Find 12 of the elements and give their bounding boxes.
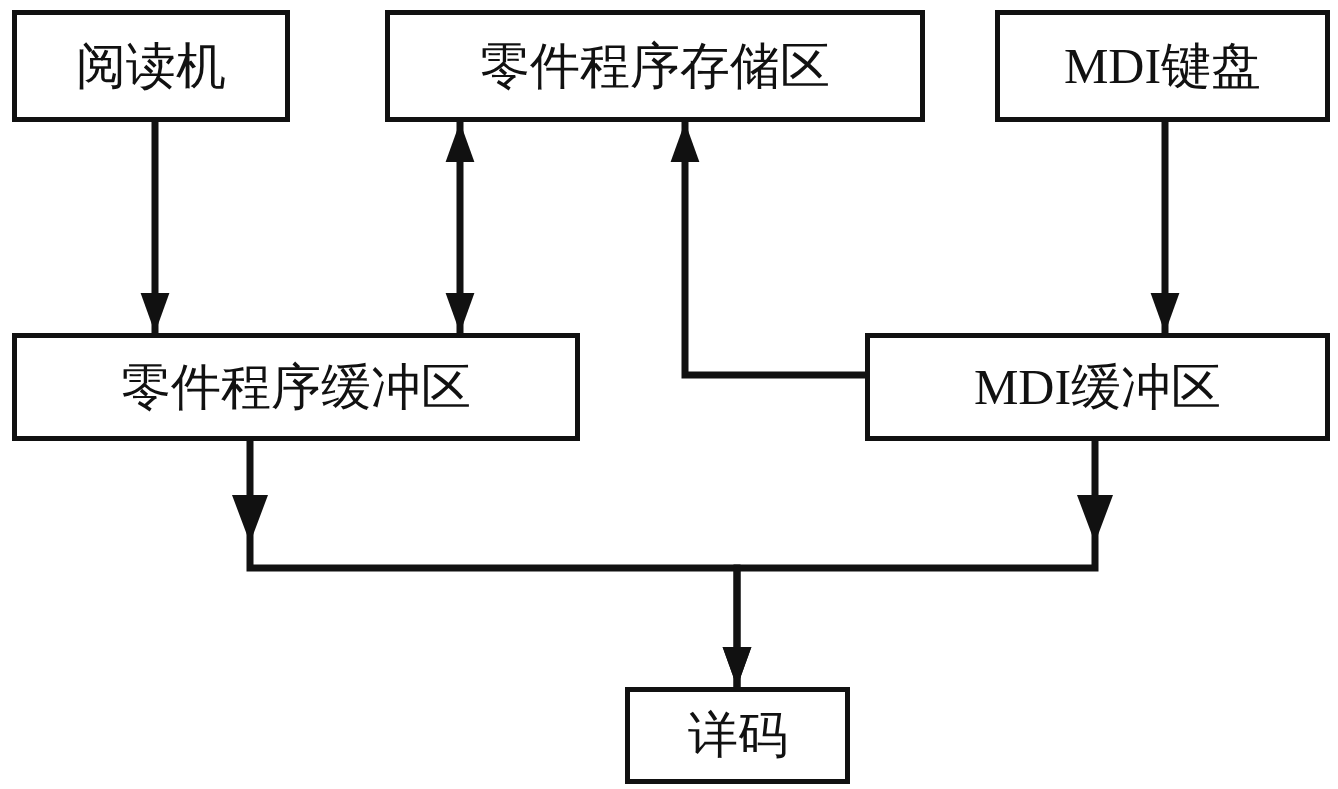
process-box [12,10,290,122]
box-label: 零件程序缓冲区 [121,357,471,417]
process-box [995,10,1330,122]
box-label: MDI缓冲区 [973,357,1222,417]
process-box [12,333,580,441]
box-label: MDI键盘 [1063,36,1262,96]
process-box [385,10,925,122]
box-label: 零件程序存储区 [480,36,830,96]
box-label: 阅读机 [76,36,226,96]
process-box [625,687,850,784]
process-box [865,333,1330,441]
box-label: 详码 [687,706,788,765]
